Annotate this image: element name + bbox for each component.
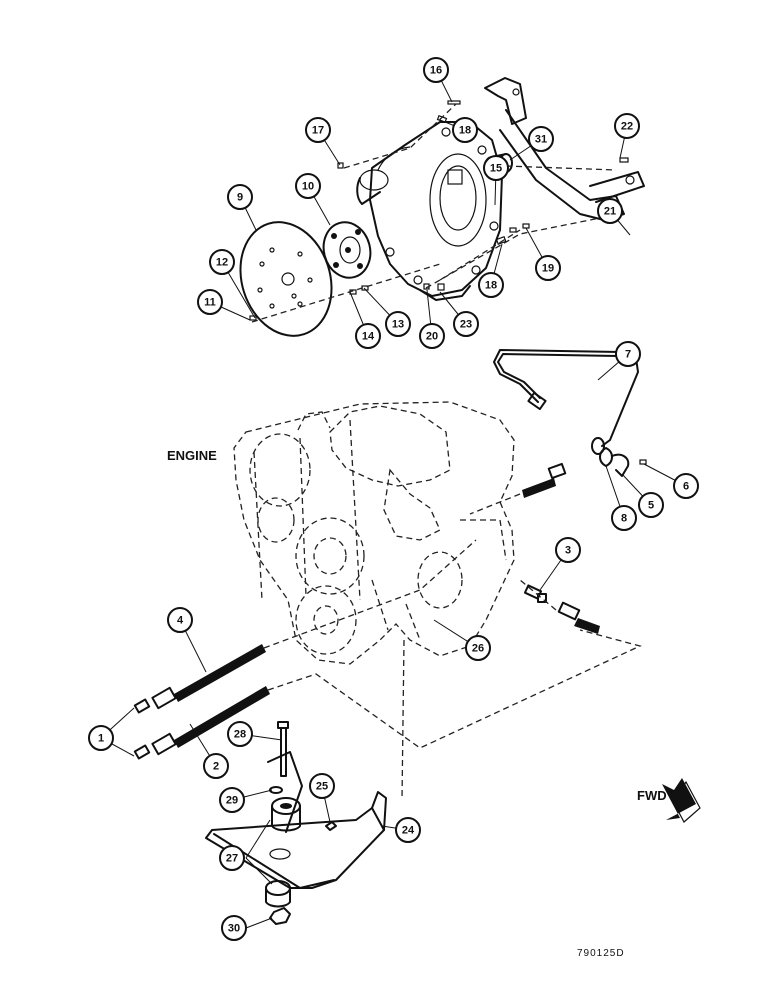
- mount-isolator: [265, 797, 301, 908]
- callout-16: 16: [423, 57, 449, 83]
- small-bolt-25: [325, 821, 337, 831]
- callout-18: 18: [452, 117, 478, 143]
- callout-7: 7: [615, 341, 641, 367]
- svg-text:21: 21: [604, 206, 616, 218]
- svg-text:1: 1: [98, 733, 104, 745]
- drive-hub: [322, 221, 372, 279]
- callout-8: 8: [611, 505, 637, 531]
- forward-label: FWD: [637, 788, 667, 803]
- callout-27: 27: [219, 845, 245, 871]
- svg-text:15: 15: [490, 163, 502, 175]
- engine-mount-bracket: [205, 751, 387, 889]
- engine-support-bracket: [484, 77, 645, 221]
- clip-and-clamp: [599, 447, 647, 477]
- hose-fittings: [522, 462, 600, 634]
- svg-text:11: 11: [204, 297, 216, 309]
- callout-26: 26: [465, 635, 491, 661]
- forward-arrow-icon: [662, 778, 701, 823]
- oil-pipe: [493, 349, 639, 455]
- svg-text:2: 2: [213, 761, 219, 773]
- callout-14: 14: [355, 323, 381, 349]
- callout-17: 17: [305, 117, 331, 143]
- svg-text:20: 20: [426, 331, 438, 343]
- engine-phantom-outline: [233, 401, 515, 665]
- svg-text:23: 23: [460, 319, 472, 331]
- callout-22: 22: [614, 113, 640, 139]
- svg-text:9: 9: [237, 192, 243, 204]
- svg-text:3: 3: [565, 545, 571, 557]
- hose-assembly-4: [133, 644, 266, 714]
- callout-2: 2: [203, 753, 229, 779]
- svg-text:14: 14: [362, 331, 375, 343]
- svg-text:8: 8: [621, 513, 627, 525]
- mount-bolt: [277, 721, 289, 777]
- svg-text:22: 22: [621, 121, 633, 133]
- hose-assembly-2: [133, 686, 270, 760]
- callout-19: 19: [535, 255, 561, 281]
- svg-text:18: 18: [485, 280, 497, 292]
- svg-text:5: 5: [648, 500, 654, 512]
- callout-12: 12: [209, 249, 235, 275]
- callout-6: 6: [673, 473, 699, 499]
- callout-25: 25: [309, 773, 335, 799]
- callout-31: 31: [528, 126, 554, 152]
- callout-4: 4: [167, 607, 193, 633]
- callout-13: 13: [385, 311, 411, 337]
- callout-29: 29: [219, 787, 245, 813]
- callout-18: 18: [478, 272, 504, 298]
- svg-text:6: 6: [683, 481, 689, 493]
- svg-text:4: 4: [177, 615, 184, 627]
- svg-text:31: 31: [535, 134, 547, 146]
- svg-text:28: 28: [234, 729, 246, 741]
- flywheel-housing: [356, 121, 503, 301]
- callout-30: 30: [221, 915, 247, 941]
- svg-text:7: 7: [625, 349, 631, 361]
- svg-text:27: 27: [226, 853, 238, 865]
- svg-text:29: 29: [226, 795, 238, 807]
- callout-9: 9: [227, 184, 253, 210]
- svg-text:19: 19: [542, 263, 554, 275]
- callout-23: 23: [453, 311, 479, 337]
- svg-text:12: 12: [216, 257, 228, 269]
- svg-text:18: 18: [459, 125, 471, 137]
- svg-text:24: 24: [402, 825, 415, 837]
- callout-21: 21: [597, 198, 623, 224]
- svg-text:17: 17: [312, 125, 324, 137]
- callout-15: 15: [483, 155, 509, 181]
- callout-24: 24: [395, 817, 421, 843]
- engine-label: ENGINE: [167, 448, 217, 463]
- svg-text:26: 26: [472, 643, 484, 655]
- svg-text:25: 25: [316, 781, 328, 793]
- svg-text:30: 30: [228, 923, 240, 935]
- drawing-code: 790125D: [577, 948, 625, 959]
- callout-28: 28: [227, 721, 253, 747]
- callout-5: 5: [638, 492, 664, 518]
- svg-text:10: 10: [302, 181, 314, 193]
- callout-3: 3: [555, 537, 581, 563]
- svg-text:13: 13: [392, 319, 404, 331]
- callout-20: 20: [419, 323, 445, 349]
- callout-11: 11: [197, 289, 223, 315]
- callout-10: 10: [295, 173, 321, 199]
- callout-1: 1: [88, 725, 114, 751]
- svg-text:16: 16: [430, 65, 442, 77]
